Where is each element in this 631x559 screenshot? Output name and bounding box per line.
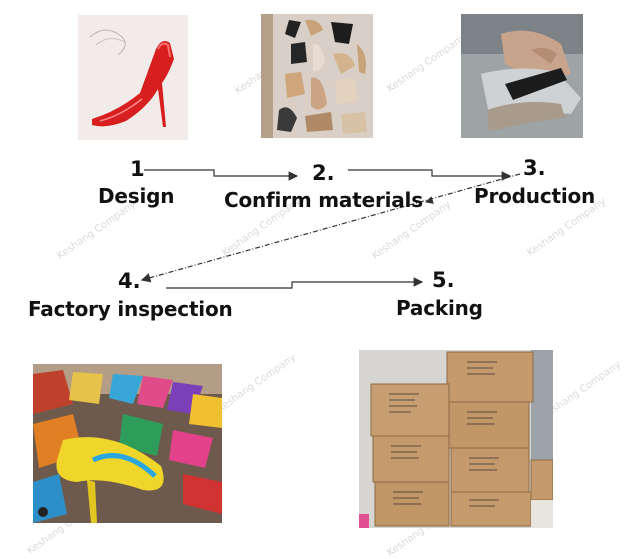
inspection-photo [33,364,222,523]
materials-photo [261,14,373,138]
step-5-label: Packing [396,296,483,320]
design-photo [78,15,188,140]
step-3-label: Production [474,184,596,208]
step-2-label: Confirm materials [224,188,423,212]
arrow-design-to-materials [144,169,299,181]
step-1-number: 1 [130,157,145,181]
watermark: Keshang Company [385,32,469,95]
watermark: Keshang Company [55,199,139,262]
step-2-number: 2. [312,161,335,185]
packing-photo [359,350,553,528]
step-1-label: Design [98,184,175,208]
step-5-number: 5. [432,268,455,292]
step-4-label: Factory inspection [28,297,233,321]
arrow-inspection-to-packing [166,277,424,289]
production-photo [461,14,583,138]
step-4-number: 4. [118,269,141,293]
step-3-number: 3. [523,156,546,180]
arrow-materials-to-production [348,169,512,181]
watermark: Keshang Company [215,352,299,415]
